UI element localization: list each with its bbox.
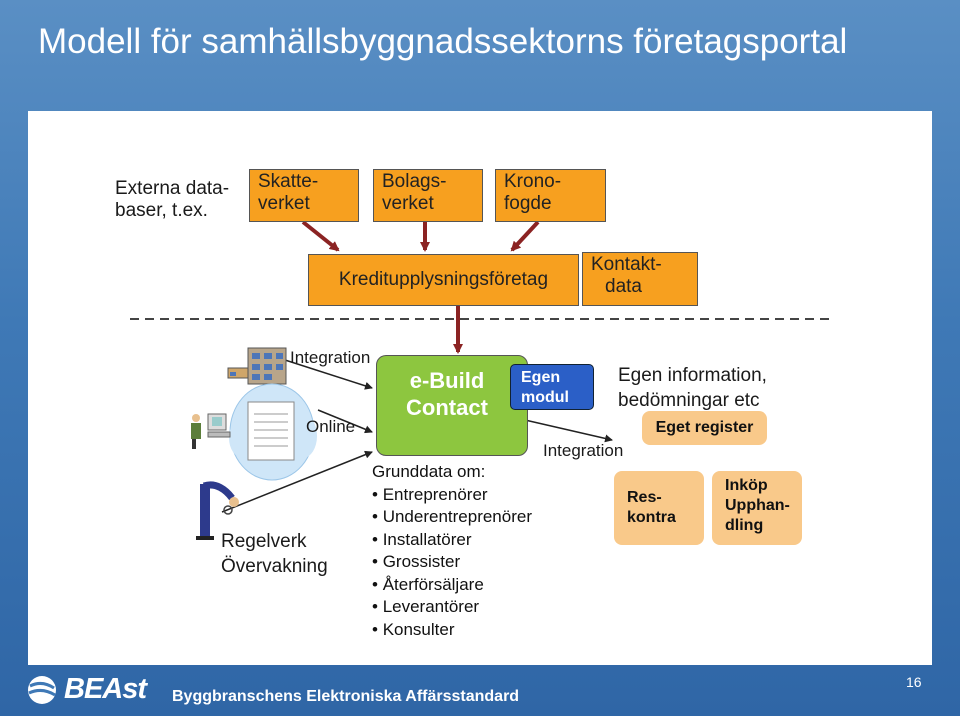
beast-logo-text: BEAst — [64, 673, 147, 705]
reskontra-box: Res- kontra — [614, 471, 704, 545]
kontaktdata-box: Kontakt- data — [582, 252, 698, 306]
document-cloud-icon — [229, 383, 317, 481]
line-regelverk — [221, 450, 373, 513]
arrow-skatteverket — [301, 220, 340, 252]
eget-register-box: Eget register — [642, 411, 767, 445]
line-integration-right — [524, 419, 613, 443]
inkop-upphandling-box: Inköp Upphan- dling — [712, 471, 802, 545]
beast-logo-icon — [28, 676, 56, 704]
bolagsverket-box: Bolags- verket — [373, 169, 483, 222]
integration-left-label: Integration — [290, 348, 371, 367]
arrow-kronofogde — [510, 220, 540, 252]
page-number: 16 — [906, 674, 922, 690]
list-item: • Leverantörer — [372, 597, 480, 616]
office-building-icon — [227, 347, 287, 385]
list-item: • Grossister — [372, 552, 461, 571]
egen-information-label: Egen information, bedömningar etc — [618, 365, 767, 411]
externa-databaser-label: Externa data- baser, t.ex. — [115, 178, 230, 221]
kreditupplysning-box: Kreditupplysningsföretag — [308, 254, 579, 306]
integration-right-label: Integration — [543, 441, 624, 460]
grunddata-list: Grunddata om: • Entreprenörer • Underent… — [372, 461, 532, 641]
list-item: • Återförsäljare — [372, 574, 484, 594]
kronofogde-box: Krono- fogde — [495, 169, 606, 222]
list-item: • Entreprenörer — [372, 484, 488, 504]
egen-modul-box: Egen modul — [510, 364, 594, 410]
person-at-computer-icon — [191, 413, 231, 449]
person-with-magnifier-icon — [196, 481, 239, 540]
ebuild-contact-box: e-Build Contact — [376, 355, 528, 456]
footer-text: Byggbranschens Elektroniska Affärsstanda… — [172, 688, 520, 705]
regelverk-label: Regelverk — [221, 531, 307, 552]
online-label: Online — [306, 417, 356, 436]
list-item: • Konsulter — [372, 619, 455, 639]
list-item: • Underentreprenörer — [372, 507, 532, 526]
grunddata-title: Grunddata om: — [372, 462, 486, 481]
line-integration — [284, 359, 373, 390]
skatteverket-box: Skatte- verket — [249, 169, 359, 222]
source-arrows — [301, 220, 540, 252]
list-item: • Installatörer — [372, 529, 472, 549]
overvakning-label: Övervakning — [221, 556, 328, 577]
line-online — [317, 409, 373, 434]
slide-title: Modell för samhällsbyggnadssektorns före… — [38, 22, 848, 61]
